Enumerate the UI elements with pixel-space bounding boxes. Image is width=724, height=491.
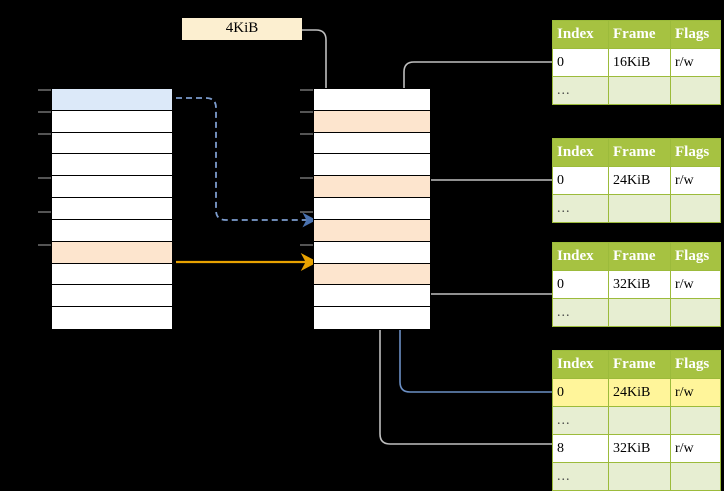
cell-frame: 24KiB [608, 378, 671, 407]
physical-frame-row [314, 89, 430, 111]
cell-flags: r/w [670, 270, 721, 299]
table-row: ... [552, 462, 721, 491]
column-header-index: Index [552, 20, 609, 49]
cell-flags [670, 298, 721, 327]
table-row: ... [552, 194, 721, 223]
virtual-page-row [52, 241, 172, 264]
virtual-page-row [52, 110, 172, 133]
column-header-flags: Flags [670, 138, 721, 167]
virtual-page-row [52, 89, 172, 111]
table-row: ... [552, 406, 721, 435]
cell-flags [670, 194, 721, 223]
column-header-frame: Frame [608, 20, 671, 49]
virtual-page-row [52, 263, 172, 286]
cell-index: ... [552, 298, 609, 327]
cell-index: ... [552, 76, 609, 105]
virtual-page-row [52, 132, 172, 155]
column-header-flags: Flags [670, 20, 721, 49]
cell-frame [608, 76, 671, 105]
physical-frame-row [314, 176, 430, 199]
physical-memory-column [313, 88, 431, 330]
cell-index: 0 [552, 270, 609, 299]
physical-frame-row [314, 154, 430, 177]
cell-flags: r/w [670, 378, 721, 407]
cell-flags [670, 406, 721, 435]
virtual-page-row [52, 285, 172, 308]
column-header-flags: Flags [670, 242, 721, 271]
virtual-page-row [52, 154, 172, 177]
physical-frame-row [314, 110, 430, 133]
physical-frame-row [314, 219, 430, 242]
virtual-address-space-column [51, 88, 173, 330]
cell-frame: 32KiB [608, 434, 671, 463]
cell-flags: r/w [670, 166, 721, 195]
physical-frame-row [314, 241, 430, 264]
physical-frame-row [314, 307, 430, 329]
wire-virtual-page-dashed [176, 97, 317, 228]
physical-frame-row [314, 132, 430, 155]
cell-frame: 32KiB [608, 270, 671, 299]
virtual-page-row [52, 198, 172, 220]
cell-index: 0 [552, 166, 609, 195]
cell-frame [608, 298, 671, 327]
column-header-flags: Flags [670, 350, 721, 379]
cell-index: 0 [552, 48, 609, 77]
cell-flags: r/w [670, 434, 721, 463]
cell-index: ... [552, 194, 609, 223]
virtual-page-row [52, 307, 172, 329]
table-row: ... [552, 76, 721, 105]
cell-flags: r/w [670, 48, 721, 77]
cell-index: 0 [552, 378, 609, 407]
virtual-page-row [52, 176, 172, 199]
cell-index: 8 [552, 434, 609, 463]
column-header-index: Index [552, 242, 609, 271]
physical-frame-row [314, 263, 430, 286]
column-header-frame: Frame [608, 242, 671, 271]
column-header-index: Index [552, 350, 609, 379]
cell-frame [608, 406, 671, 435]
column-header-index: Index [552, 138, 609, 167]
cell-index: ... [552, 406, 609, 435]
size-label-4kib: 4KiB [182, 18, 302, 40]
column-header-frame: Frame [608, 138, 671, 167]
cell-frame [608, 462, 671, 491]
column-header-frame: Frame [608, 350, 671, 379]
cell-flags [670, 462, 721, 491]
physical-frame-row [314, 198, 430, 220]
cell-index: ... [552, 462, 609, 491]
cell-frame [608, 194, 671, 223]
cell-frame: 16KiB [608, 48, 671, 77]
virtual-page-row [52, 219, 172, 242]
physical-frame-row [314, 285, 430, 308]
table-row: ... [552, 298, 721, 327]
cell-flags [670, 76, 721, 105]
cell-frame: 24KiB [608, 166, 671, 195]
